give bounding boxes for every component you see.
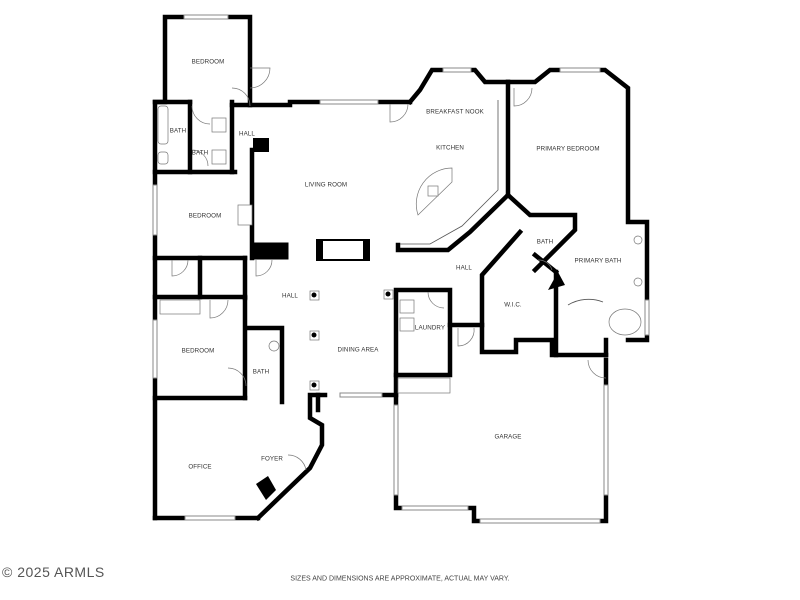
room-label-bedroom-2: BEDROOM: [188, 212, 222, 220]
room-label-primary-bath: PRIMARY BATH: [574, 257, 622, 265]
room-label-foyer: FOYER: [261, 455, 283, 463]
room-label-hall-3: HALL: [282, 292, 298, 300]
room-label-wic: W.I.C.: [504, 301, 522, 309]
room-label-living-room: LIVING ROOM: [304, 181, 348, 189]
disclaimer-text: SIZES AND DIMENSIONS ARE APPROXIMATE, AC…: [290, 575, 510, 583]
room-label-hall-1: HALL: [239, 130, 255, 138]
room-label-garage: GARAGE: [494, 433, 522, 441]
walls: [152, 14, 650, 524]
fixtures: [157, 100, 643, 500]
copyright-watermark: © 2025 ARMLS: [2, 564, 105, 580]
room-label-bath-2: BATH: [191, 149, 209, 157]
room-label-dining-area: DINING AREA: [337, 346, 379, 354]
room-label-bedroom-1: BEDROOM: [191, 58, 225, 66]
room-label-kitchen: KITCHEN: [436, 144, 464, 152]
room-label-bedroom-3: BEDROOM: [181, 347, 215, 355]
room-label-office: OFFICE: [188, 463, 212, 471]
room-label-primary-bedroom: PRIMARY BEDROOM: [536, 145, 600, 153]
room-label-breakfast-nook: BREAKFAST NOOK: [426, 108, 484, 116]
room-label-hall-2: HALL: [456, 264, 472, 272]
windows: [152, 14, 650, 524]
room-label-laundry: LAUNDRY: [414, 324, 446, 332]
room-label-bath-4: BATH: [252, 368, 270, 376]
room-label-bath-3: BATH: [536, 238, 554, 246]
room-label-bath-1: BATH: [169, 127, 187, 135]
copyright-text: 2025 ARMLS: [17, 564, 105, 580]
doors: [171, 67, 607, 471]
